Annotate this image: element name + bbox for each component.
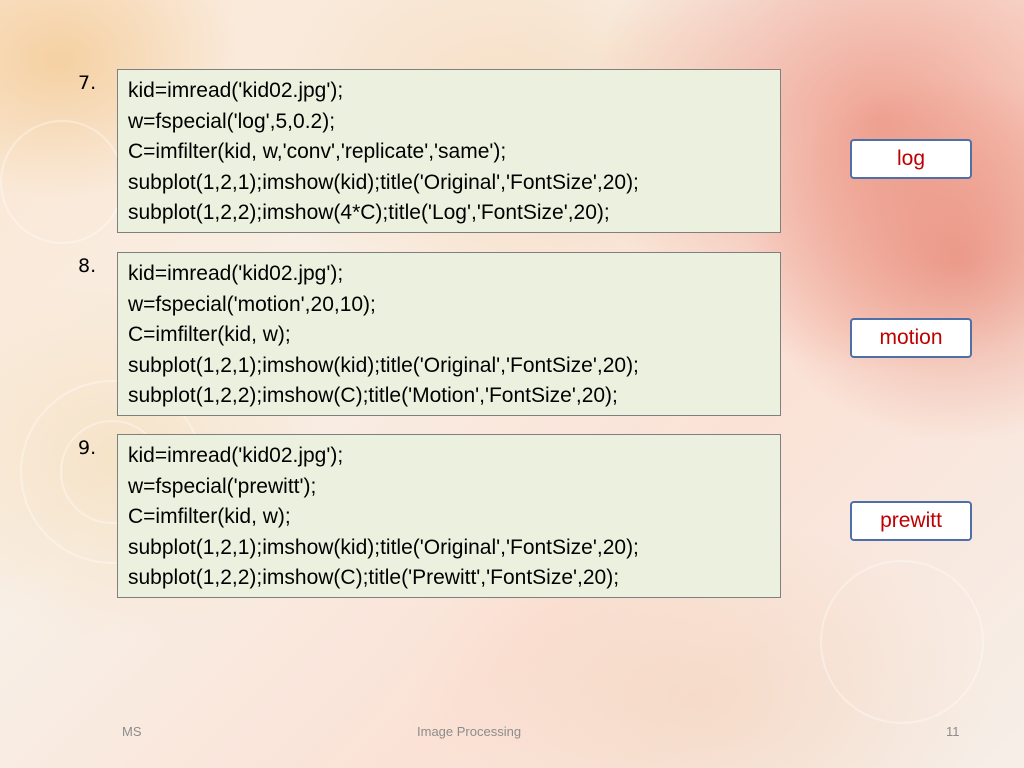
footer-left: MS bbox=[122, 724, 142, 739]
code-box: kid=imread('kid02.jpg'); w=fspecial('pre… bbox=[117, 434, 781, 598]
code-line: w=fspecial('log',5,0.2); bbox=[128, 109, 336, 133]
footer-title: Image Processing bbox=[417, 724, 522, 739]
code-line: C=imfilter(kid, w,'conv','replicate','sa… bbox=[128, 140, 507, 163]
code-line: C=imfilter(kid, w); bbox=[128, 323, 291, 346]
code-line: kid=imread('kid02.jpg'); bbox=[128, 444, 344, 467]
code-box: kid=imread('kid02.jpg'); w=fspecial('log… bbox=[117, 69, 781, 233]
label-box-motion: motion bbox=[850, 318, 972, 358]
background-swirl bbox=[0, 120, 124, 244]
item-number: 9. bbox=[78, 437, 97, 459]
code-line: kid=imread('kid02.jpg'); bbox=[128, 262, 344, 285]
code-line: w=fspecial('motion',20,10); bbox=[128, 292, 376, 316]
background-swirl bbox=[820, 560, 984, 724]
code-line: subplot(1,2,2);imshow(C);title('Motion',… bbox=[128, 384, 618, 407]
label-box-log: log bbox=[850, 139, 972, 179]
code-line: subplot(1,2,2);imshow(4*C);title('Log','… bbox=[128, 201, 610, 224]
code-line: subplot(1,2,2);imshow(C);title('Prewitt'… bbox=[128, 566, 620, 589]
code-line: subplot(1,2,1);imshow(kid);title('Origin… bbox=[128, 170, 639, 194]
page-number: 11 bbox=[946, 724, 960, 739]
label-box-prewitt: prewitt bbox=[850, 501, 972, 541]
code-box: kid=imread('kid02.jpg'); w=fspecial('mot… bbox=[117, 252, 781, 416]
code-line: subplot(1,2,1);imshow(kid);title('Origin… bbox=[128, 535, 639, 559]
code-line: w=fspecial('prewitt'); bbox=[128, 474, 317, 498]
code-line: subplot(1,2,1);imshow(kid);title('Origin… bbox=[128, 353, 639, 377]
item-number: 8. bbox=[78, 255, 97, 277]
code-line: C=imfilter(kid, w); bbox=[128, 505, 291, 528]
item-number: 7. bbox=[78, 72, 97, 94]
code-line: kid=imread('kid02.jpg'); bbox=[128, 79, 344, 102]
